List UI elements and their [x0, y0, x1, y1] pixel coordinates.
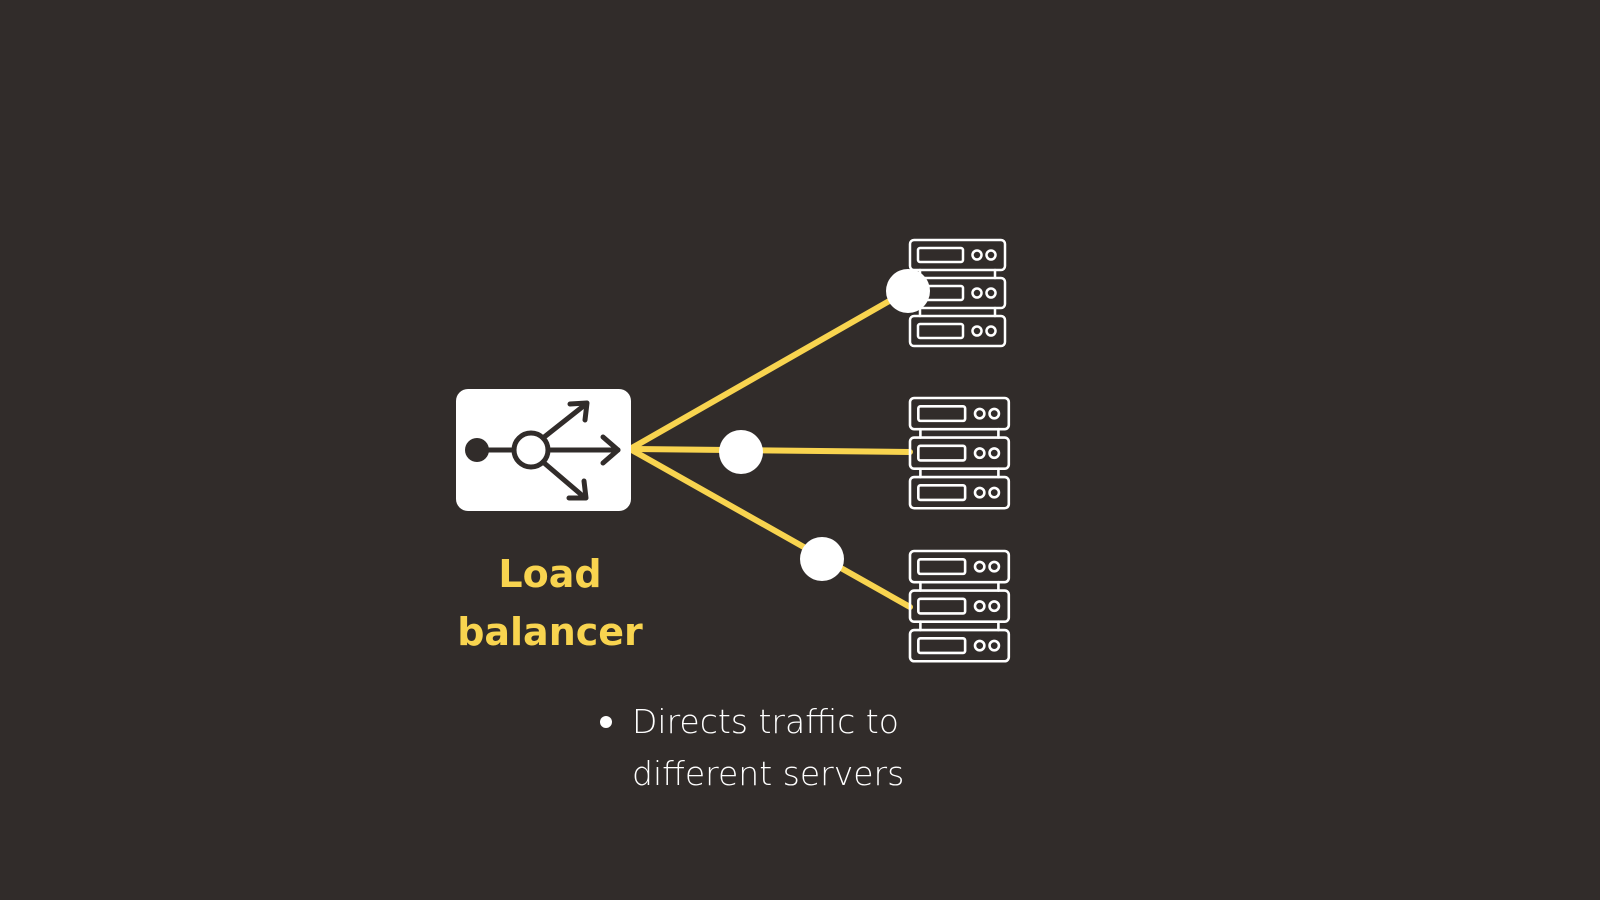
load-balancer-label: Load balancer	[410, 545, 690, 661]
load-balancer-label-line1: Load	[498, 552, 602, 596]
load-balancer-icon	[456, 389, 631, 511]
packets	[719, 269, 930, 581]
server-rack-icon	[908, 396, 1011, 510]
connection-line-bottom	[627, 446, 913, 610]
packet-dot-top	[886, 269, 930, 313]
connection-line-middle	[627, 446, 913, 455]
packet-dot-bottom	[800, 537, 844, 581]
bullet-item: Directs traffic to different servers	[598, 696, 972, 800]
load-balancer-label-line2: balancer	[457, 610, 643, 654]
connection-line-top	[627, 289, 908, 452]
bullet-list: Directs traffic to different servers	[598, 696, 972, 800]
server-rack-icon	[908, 549, 1011, 663]
connections	[627, 289, 913, 610]
packet-dot-middle	[719, 430, 763, 474]
